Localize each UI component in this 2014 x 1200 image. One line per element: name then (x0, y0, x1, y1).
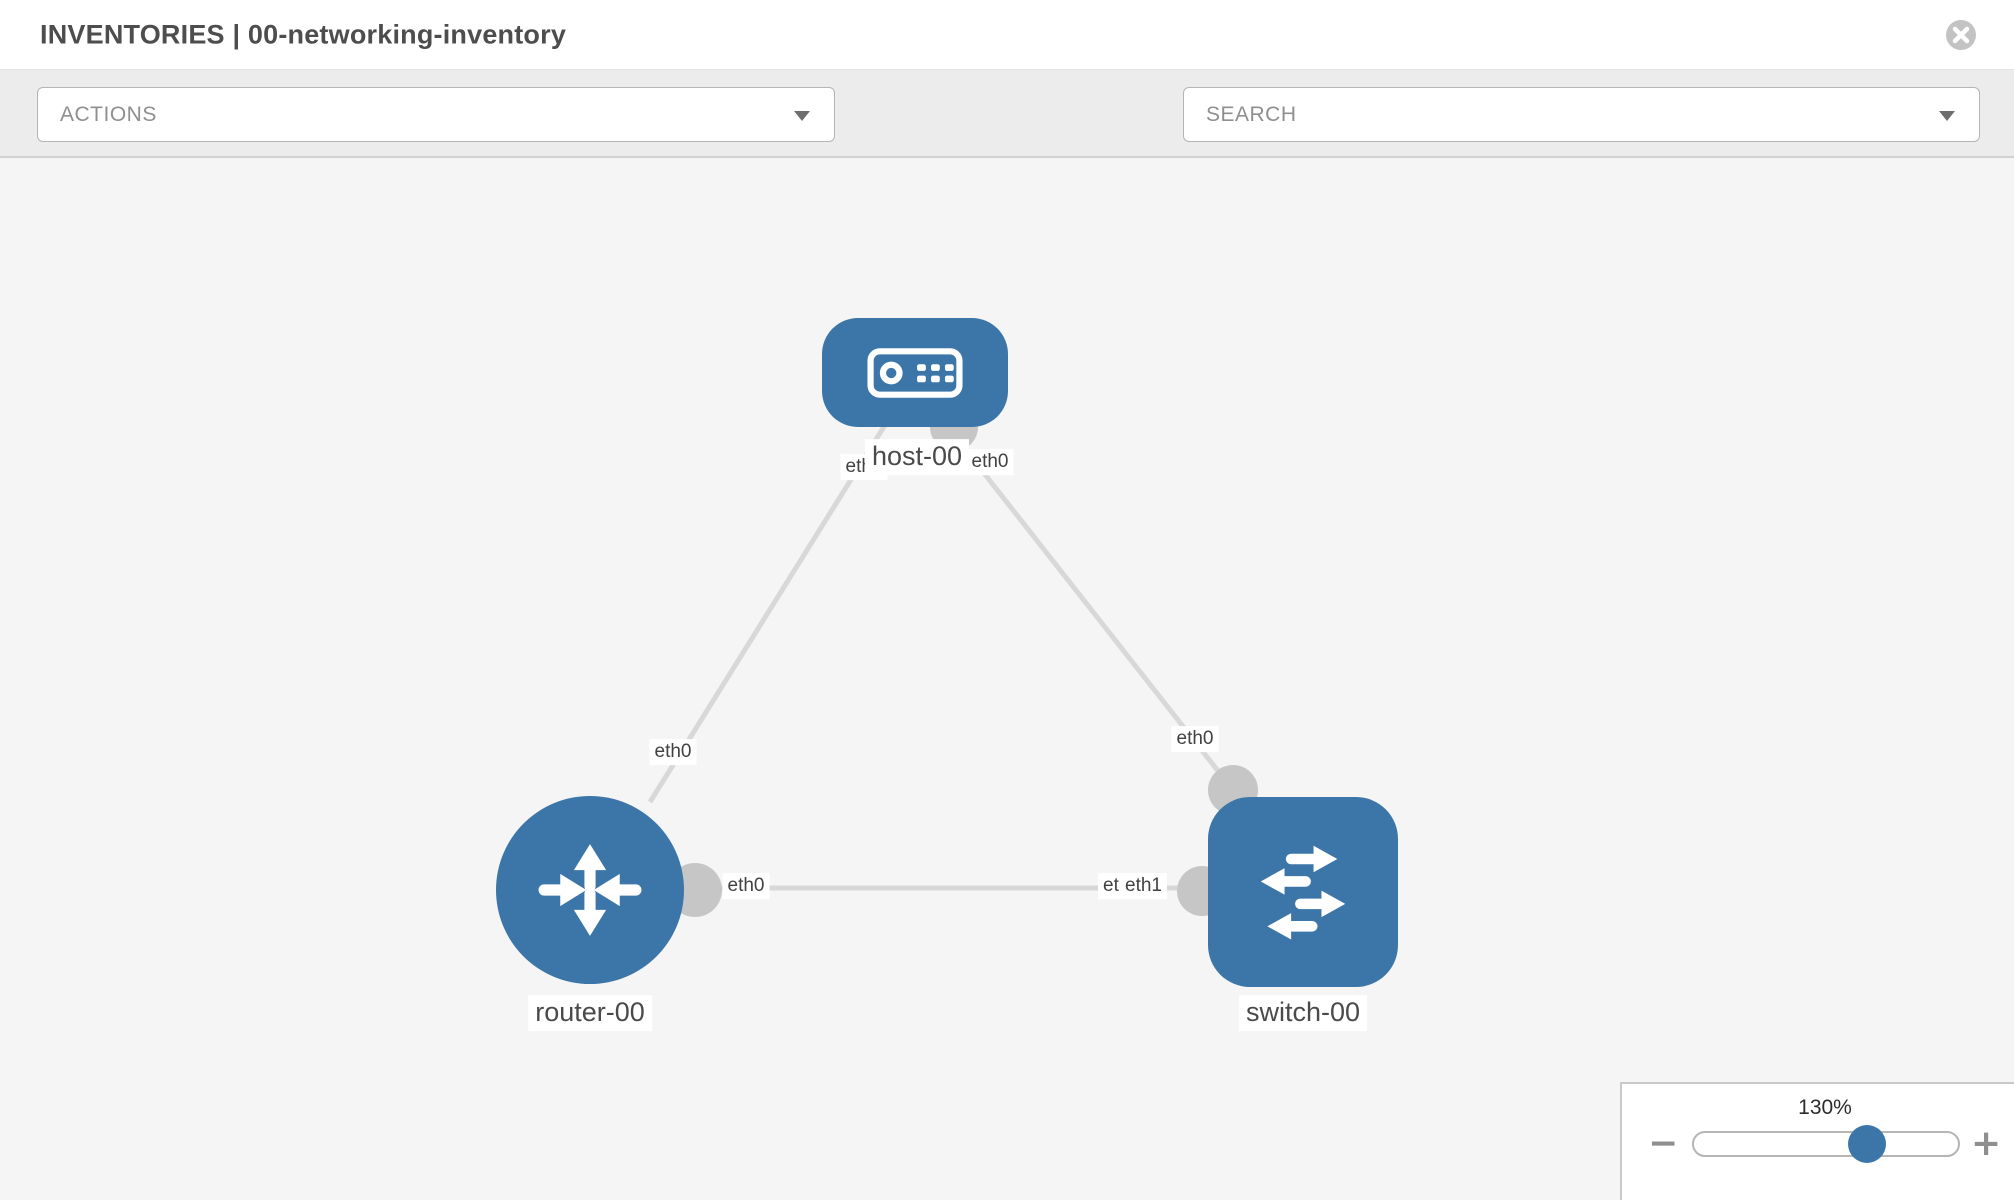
close-button[interactable] (1944, 18, 1978, 52)
zoom-level: 130% (1798, 1096, 1852, 1119)
node-switch[interactable] (1208, 797, 1398, 987)
port-label-switch-uplink: eth0 (1171, 726, 1219, 752)
page-title: INVENTORIES | 00-networking-inventory (40, 19, 567, 49)
zoom-slider-thumb[interactable] (1848, 1125, 1886, 1163)
close-icon (1944, 20, 1978, 55)
switch-device-icon (1237, 826, 1369, 958)
node-label-switch: switch-00 (1238, 995, 1368, 1031)
node-host[interactable] (822, 318, 1008, 427)
port-label-router-uplink: eth0 (649, 739, 697, 765)
host-device-icon (863, 342, 967, 404)
port-label-switch-west: eth1 (1120, 873, 1167, 899)
actions-dropdown[interactable]: ACTIONS (37, 87, 835, 142)
links-layer (647, 403, 1258, 917)
app-header: INVENTORIES | 00-networking-inventory (0, 0, 2014, 70)
zoom-panel: 130% − + (1620, 1082, 2014, 1200)
chevron-down-icon (1939, 110, 1955, 121)
port-label-host-to-switch: eth0 (966, 449, 1014, 475)
zoom-slider-track[interactable] (1692, 1125, 1960, 1163)
search-dropdown-label: SEARCH (1206, 102, 1297, 126)
actions-dropdown-label: ACTIONS (60, 102, 157, 126)
chevron-down-icon (794, 110, 810, 121)
port-label-router-east: eth0 (722, 873, 770, 899)
node-label-host: host-00 (864, 439, 970, 475)
node-label-router: router-00 (528, 995, 652, 1031)
search-dropdown[interactable]: SEARCH (1183, 87, 1980, 142)
topology-canvas[interactable]: eth0 eth0 eth0 eth0 eth0 eth0 eth1 host-… (0, 158, 2014, 1200)
node-router[interactable] (496, 796, 684, 984)
zoom-in-button[interactable]: + (1971, 1123, 2002, 1164)
toolbar: ACTIONS SEARCH (0, 70, 2014, 204)
router-device-icon (528, 828, 652, 952)
zoom-out-button[interactable]: − (1648, 1123, 1679, 1164)
